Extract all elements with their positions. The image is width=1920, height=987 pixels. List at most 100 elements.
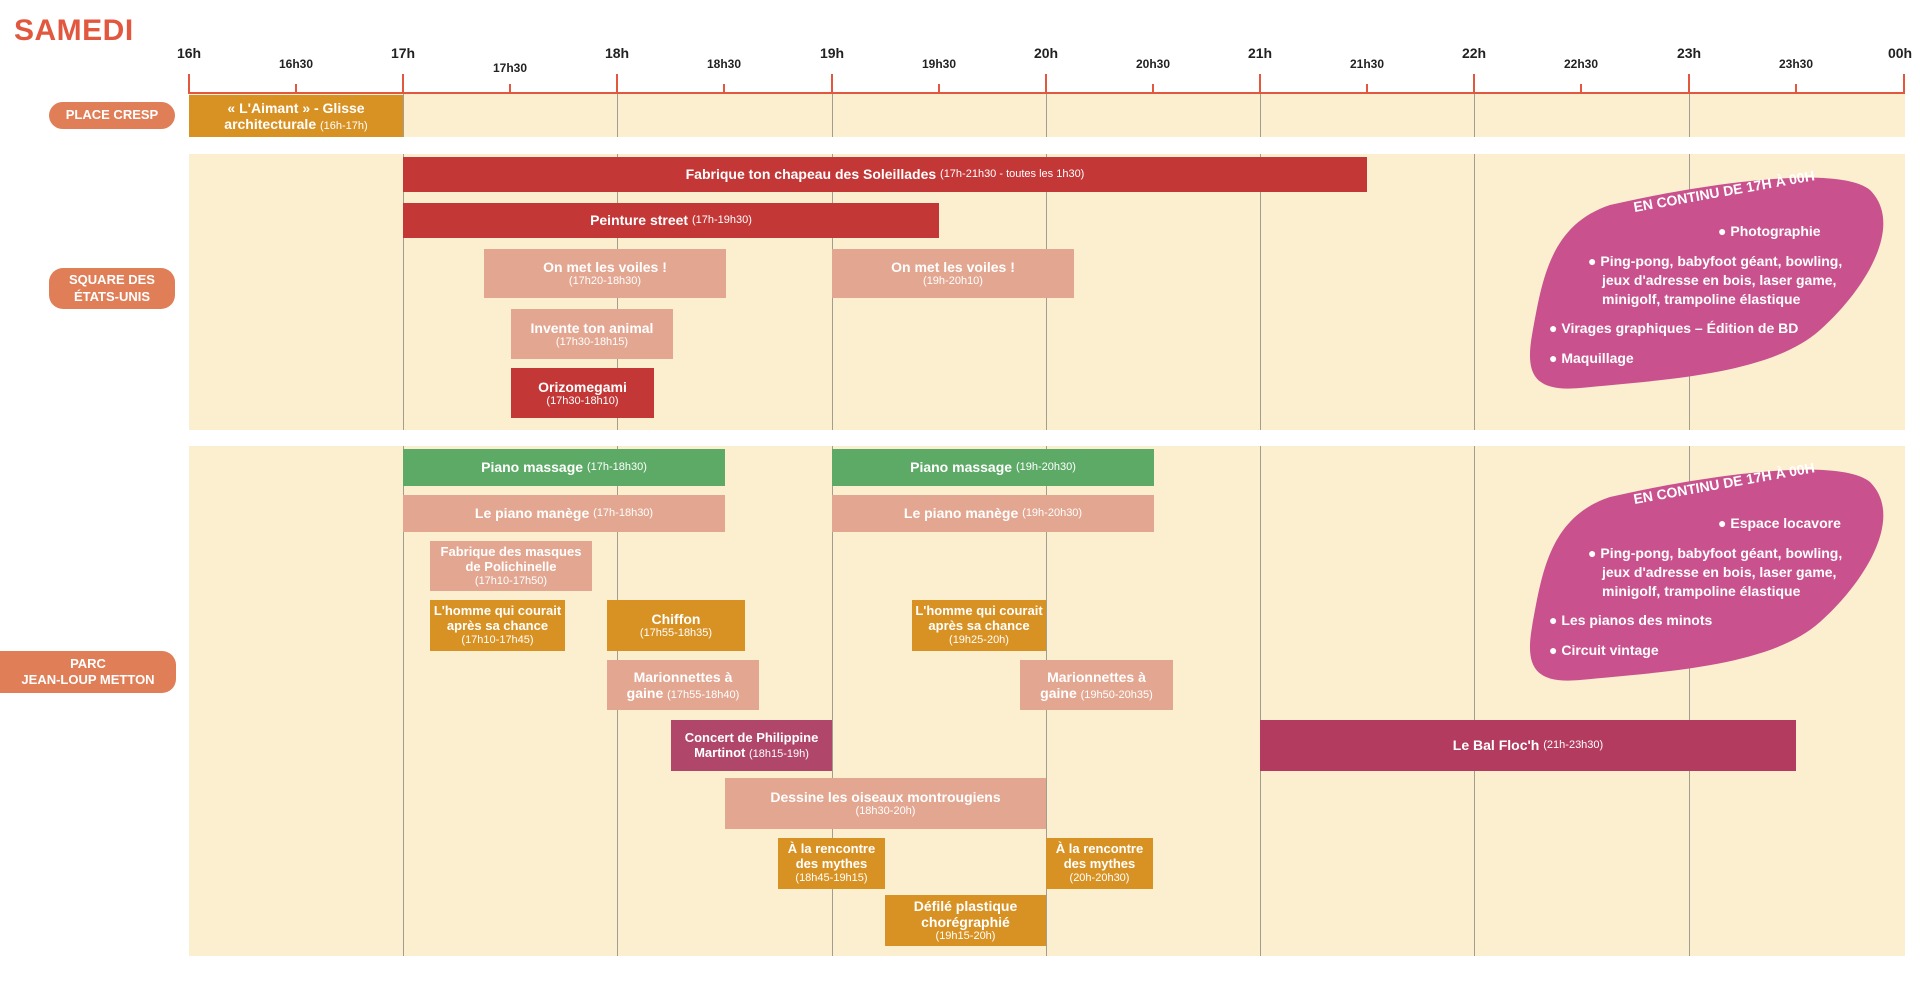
axis-tick (509, 84, 511, 94)
venue-label: SQUARE DES (69, 272, 155, 288)
event-masques-polichinelle[interactable]: Fabrique des masques de Polichinelle (17… (430, 541, 592, 591)
venue-place-cresp: PLACE CRESP (49, 102, 175, 129)
venue-label: ÉTATS-UNIS (73, 288, 151, 304)
event-title: « L'Aimant » - Glisse (227, 99, 365, 116)
event-time: (17h30-18h15) (555, 335, 629, 348)
event-title: de Polichinelle (465, 558, 557, 574)
event-mythes-2[interactable]: À la rencontre des mythes (20h-20h30) (1046, 838, 1153, 889)
continuous-activities-square (1529, 177, 1884, 389)
event-title: Marionnettes à (1047, 668, 1146, 685)
event-aimant[interactable]: « L'Aimant » - Glisse architecturale (16… (189, 95, 403, 137)
event-concert-martinot[interactable]: Concert de Philippine Martinot (18h15-19… (671, 720, 832, 771)
event-homme-chance-2[interactable]: L'homme qui courait après sa chance (19h… (912, 600, 1046, 651)
event-title: Le piano manège (903, 505, 1019, 522)
venue-square-etats-unis: SQUARE DES ÉTATS-UNIS (49, 268, 175, 309)
event-title: Fabrique ton chapeau des Soleillades (685, 166, 937, 183)
half-hour-label: 20h30 (1135, 57, 1171, 71)
half-hour-label: 18h30 (706, 57, 742, 71)
continuous-item: ● Ping-pong, babyfoot géant, bowling, (1588, 253, 1843, 269)
event-voiles-1[interactable]: On met les voiles ! (17h20-18h30) (484, 249, 726, 298)
event-title: Marionnettes à (633, 668, 733, 685)
event-orizomegami[interactable]: Orizomegami (17h30-18h10) (511, 368, 654, 418)
event-time: (17h20-18h30) (568, 275, 642, 288)
hour-label: 23h (1676, 45, 1702, 61)
continuous-item: ● Les pianos des minots (1549, 612, 1713, 628)
event-time: (20h-20h30) (1069, 872, 1130, 885)
continuous-item: jeux d'adresse en bois, laser game, (1602, 272, 1837, 288)
event-mythes-1[interactable]: À la rencontre des mythes (18h45-19h15) (778, 838, 885, 889)
continuous-item: ● Maquillage (1549, 350, 1634, 366)
event-time: (17h10-17h45) (461, 634, 534, 647)
half-hour-label: 21h30 (1349, 57, 1385, 71)
event-title: L'homme qui courait (915, 603, 1043, 619)
event-title: À la rencontre (787, 841, 876, 857)
half-hour-label: 16h30 (278, 57, 314, 71)
event-time: (18h45-19h15) (795, 872, 868, 885)
event-oiseaux[interactable]: Dessine les oiseaux montrougiens (18h30-… (725, 778, 1046, 829)
hour-label: 00h (1887, 45, 1913, 61)
event-invente-animal[interactable]: Invente ton animal (17h30-18h15) (511, 309, 673, 359)
event-homme-chance-1[interactable]: L'homme qui courait après sa chance (17h… (430, 600, 565, 651)
axis-tick (1795, 84, 1797, 94)
continuous-item: ● Espace locavore (1718, 515, 1841, 531)
event-time: (17h55-18h35) (639, 627, 713, 640)
event-title: après sa chance (446, 618, 549, 634)
event-title: Piano massage (481, 459, 584, 476)
band-separator (189, 430, 1905, 446)
event-chiffon[interactable]: Chiffon (17h55-18h35) (607, 600, 745, 651)
event-defile-plastique[interactable]: Défilé plastique chorégraphié (19h15-20h… (885, 895, 1046, 946)
axis-tick (1903, 74, 1905, 94)
hour-label: 16h (176, 45, 202, 61)
event-piano-massage-2[interactable]: Piano massage (19h-20h30) (832, 449, 1154, 486)
event-title: Orizomegami (538, 378, 627, 395)
hour-label: 21h (1247, 45, 1273, 61)
event-piano-manege-1[interactable]: Le piano manège (17h-18h30) (403, 495, 725, 532)
axis-tick (295, 84, 297, 94)
event-time: (17h55-18h40) (667, 688, 740, 701)
event-title: L'homme qui courait (433, 603, 562, 619)
event-marionnettes-2[interactable]: Marionnettes à gaine (19h50-20h35) (1020, 660, 1173, 710)
event-time: (19h50-20h35) (1080, 688, 1153, 701)
event-voiles-2[interactable]: On met les voiles ! (19h-20h10) (832, 249, 1074, 298)
event-time: (21h-23h30) (1543, 739, 1604, 752)
continuous-item: ● Ping-pong, babyfoot géant, bowling, (1588, 545, 1843, 561)
event-piano-massage-1[interactable]: Piano massage (17h-18h30) (403, 449, 725, 486)
hour-label: 22h (1461, 45, 1487, 61)
venue-label: JEAN-LOUP METTON (21, 672, 155, 687)
hour-label: 17h (390, 45, 416, 61)
continuous-item: jeux d'adresse en bois, laser game, (1602, 564, 1837, 580)
event-title: Le Bal Floc'h (1452, 737, 1540, 754)
event-time: (17h-18h30) (593, 507, 654, 520)
half-hour-label: 19h30 (921, 57, 957, 71)
event-piano-manege-2[interactable]: Le piano manège (19h-20h30) (832, 495, 1154, 532)
event-time: (18h30-20h) (855, 805, 916, 818)
event-marionnettes-1[interactable]: Marionnettes à gaine (17h55-18h40) (607, 660, 759, 710)
continuous-item: minigolf, trampoline élastique (1602, 291, 1801, 307)
event-title: Peinture street (590, 212, 689, 229)
axis-tick (1366, 84, 1368, 94)
event-title: Défilé plastique (913, 898, 1018, 915)
event-time: (17h-18h30) (586, 461, 647, 474)
band-separator (189, 137, 1905, 154)
axis-tick (1580, 84, 1582, 94)
event-chapeau[interactable]: Fabrique ton chapeau des Soleillades (17… (403, 157, 1367, 192)
continuous-item: ● Virages graphiques – Édition de BD (1549, 320, 1799, 336)
axis-tick (1473, 74, 1475, 94)
hour-label: 19h (819, 45, 845, 61)
axis-tick (1259, 74, 1261, 94)
event-bal-floch[interactable]: Le Bal Floc'h (21h-23h30) (1260, 720, 1796, 771)
event-title: À la rencontre (1055, 841, 1144, 857)
event-title: architecturale (224, 115, 317, 132)
event-title: Chiffon (651, 611, 701, 628)
axis-tick (188, 74, 190, 94)
event-peinture-street[interactable]: Peinture street (17h-19h30) (403, 203, 939, 238)
event-time: (19h-20h10) (923, 275, 983, 288)
event-title: après sa chance (928, 618, 1030, 634)
event-title: Fabrique des masques (440, 543, 582, 559)
event-title: On met les voiles ! (891, 259, 1015, 276)
event-title: Le piano manège (474, 505, 590, 522)
axis-tick (1045, 74, 1047, 94)
event-time: (17h-21h30 - toutes les 1h30) (940, 168, 1085, 181)
event-title: Dessine les oiseaux montrougiens (770, 789, 1001, 806)
event-time: (18h15-19h) (748, 747, 809, 760)
